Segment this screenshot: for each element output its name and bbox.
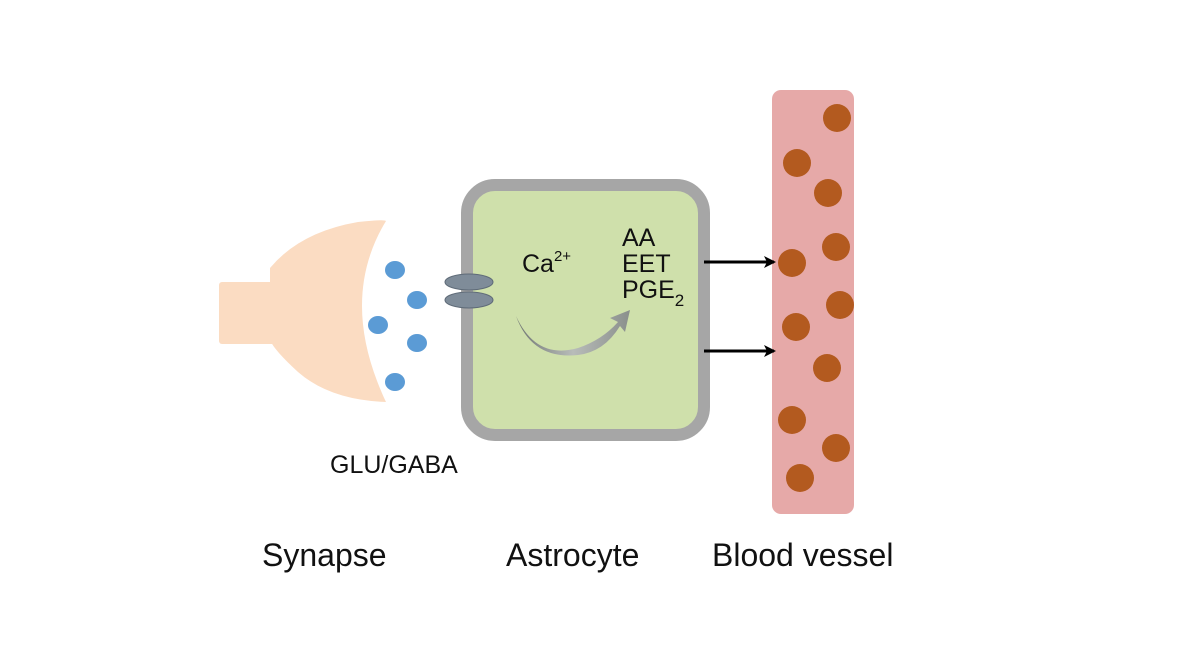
blood-cell	[822, 233, 850, 261]
neurotransmitter-label: GLU/GABA	[330, 451, 458, 479]
synapse-terminal	[219, 220, 386, 402]
blood-cell	[826, 291, 854, 319]
vesicle	[385, 261, 405, 279]
calcium-label: Ca2+	[522, 248, 571, 278]
signal-aa-label: AA	[622, 224, 656, 252]
synapse-caption: Synapse	[262, 537, 387, 573]
neurotransmitter-vesicles	[368, 261, 427, 391]
signal-eet-label: EET	[622, 250, 671, 278]
blood-cell	[783, 149, 811, 177]
blood-cell	[823, 104, 851, 132]
calcium-signaling-curved-arrow	[516, 310, 630, 356]
blood-cell	[778, 249, 806, 277]
blood-cell	[786, 464, 814, 492]
astrocyte-cell	[461, 179, 710, 441]
blood-cell	[782, 313, 810, 341]
vesicle	[407, 334, 427, 352]
membrane-receptor	[444, 273, 494, 309]
astrocyte-caption: Astrocyte	[506, 537, 639, 573]
blood-vessel	[772, 90, 854, 514]
blood-cell	[778, 406, 806, 434]
vesicle	[385, 373, 405, 391]
receptor-top	[444, 273, 494, 291]
blood-cell	[814, 179, 842, 207]
vesicle	[368, 316, 388, 334]
blood-vessel-caption: Blood vessel	[712, 537, 893, 573]
astrocyte-body	[461, 179, 710, 441]
vesicle	[407, 291, 427, 309]
signal-pge2-label: PGE2	[622, 276, 684, 310]
receptor-bottom	[444, 291, 494, 309]
blood-cell	[813, 354, 841, 382]
synapse-bouton	[270, 220, 386, 402]
blood-cell	[822, 434, 850, 462]
